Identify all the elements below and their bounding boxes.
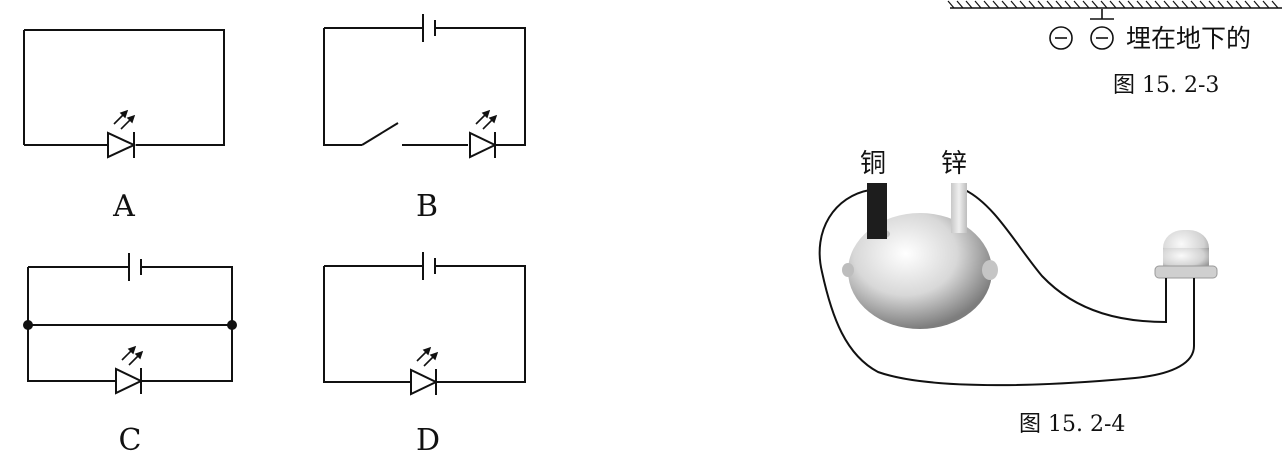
figure-15-2-3-caption: 图 15. 2-3 bbox=[1113, 73, 1219, 98]
circuit-c-label: C bbox=[119, 423, 142, 458]
figure-15-2-4-caption: 图 15. 2-4 bbox=[1019, 412, 1125, 437]
hatch-mark bbox=[1271, 0, 1279, 9]
hatch-mark bbox=[1244, 0, 1252, 9]
circuit-d: D bbox=[323, 252, 526, 458]
hatch-mark bbox=[1226, 0, 1234, 9]
copper-electrode bbox=[867, 183, 887, 239]
negative-charge-icon bbox=[1049, 26, 1073, 50]
circuit-b-label: B bbox=[416, 189, 438, 224]
hatch-mark bbox=[965, 0, 973, 9]
hatch-mark bbox=[983, 0, 991, 9]
circuit-a-label: A bbox=[112, 189, 135, 224]
led-icon bbox=[410, 346, 439, 396]
hatch-mark bbox=[1208, 0, 1216, 9]
battery-icon bbox=[422, 14, 436, 42]
hatch-mark bbox=[1100, 0, 1108, 9]
circuit-c: C bbox=[23, 253, 237, 458]
hatch-mark bbox=[1010, 0, 1018, 9]
hatch-mark bbox=[1055, 0, 1063, 9]
led-bulb-icon bbox=[1154, 230, 1218, 284]
battery-icon bbox=[128, 253, 142, 281]
hatch-mark bbox=[992, 0, 1000, 9]
hatch-mark bbox=[1199, 0, 1207, 9]
underground-text: 埋在地下的 bbox=[1126, 24, 1251, 53]
hatch-mark bbox=[1127, 0, 1135, 9]
led-icon bbox=[107, 109, 137, 159]
hatch-mark bbox=[1190, 0, 1198, 9]
hatch-mark bbox=[1136, 0, 1144, 9]
copper-label: 铜 bbox=[860, 149, 886, 179]
ground-hatching-marks bbox=[947, 0, 1279, 9]
figure-15-2-4: 铜 锌 图 15. 2-4 bbox=[818, 149, 1218, 437]
open-switch-icon bbox=[361, 122, 399, 146]
hatch-mark bbox=[1253, 0, 1261, 9]
hatch-mark bbox=[1235, 0, 1243, 9]
hatch-mark bbox=[1172, 0, 1180, 9]
led-icon bbox=[115, 345, 144, 395]
circuit-b: B bbox=[323, 14, 526, 224]
battery-icon bbox=[422, 252, 436, 280]
hatch-mark bbox=[1181, 0, 1189, 9]
junction-dot bbox=[23, 320, 33, 330]
figure-15-2-3: 埋在地下的 图 15. 2-3 bbox=[947, 0, 1282, 98]
hatch-mark bbox=[947, 0, 955, 9]
zinc-electrode bbox=[951, 183, 967, 233]
copper-wire bbox=[818, 189, 1195, 387]
hatch-mark bbox=[1262, 0, 1270, 9]
hatch-mark bbox=[1082, 0, 1090, 9]
zinc-wire bbox=[964, 189, 1167, 324]
hatch-mark bbox=[1037, 0, 1045, 9]
hatch-mark bbox=[956, 0, 964, 9]
circuit-d-label: D bbox=[416, 423, 440, 458]
hatch-mark bbox=[974, 0, 982, 9]
hatch-mark bbox=[1145, 0, 1153, 9]
hatch-mark bbox=[1064, 0, 1072, 9]
circuit-a: A bbox=[23, 29, 225, 224]
hatch-mark bbox=[1046, 0, 1054, 9]
lemon bbox=[842, 213, 998, 329]
hatch-mark bbox=[1109, 0, 1117, 9]
negative-charge-icon bbox=[1090, 26, 1114, 50]
zinc-label: 锌 bbox=[941, 149, 967, 179]
hatch-mark bbox=[1073, 0, 1081, 9]
hatch-mark bbox=[1154, 0, 1162, 9]
hatch-mark bbox=[1019, 0, 1027, 9]
led-icon bbox=[469, 109, 498, 159]
hatch-mark bbox=[1091, 0, 1099, 9]
hatch-mark bbox=[1028, 0, 1036, 9]
hatch-mark bbox=[1118, 0, 1126, 9]
junction-dot bbox=[227, 320, 237, 330]
hatch-mark bbox=[1001, 0, 1009, 9]
hatch-mark bbox=[1217, 0, 1225, 9]
hatch-mark bbox=[1163, 0, 1171, 9]
